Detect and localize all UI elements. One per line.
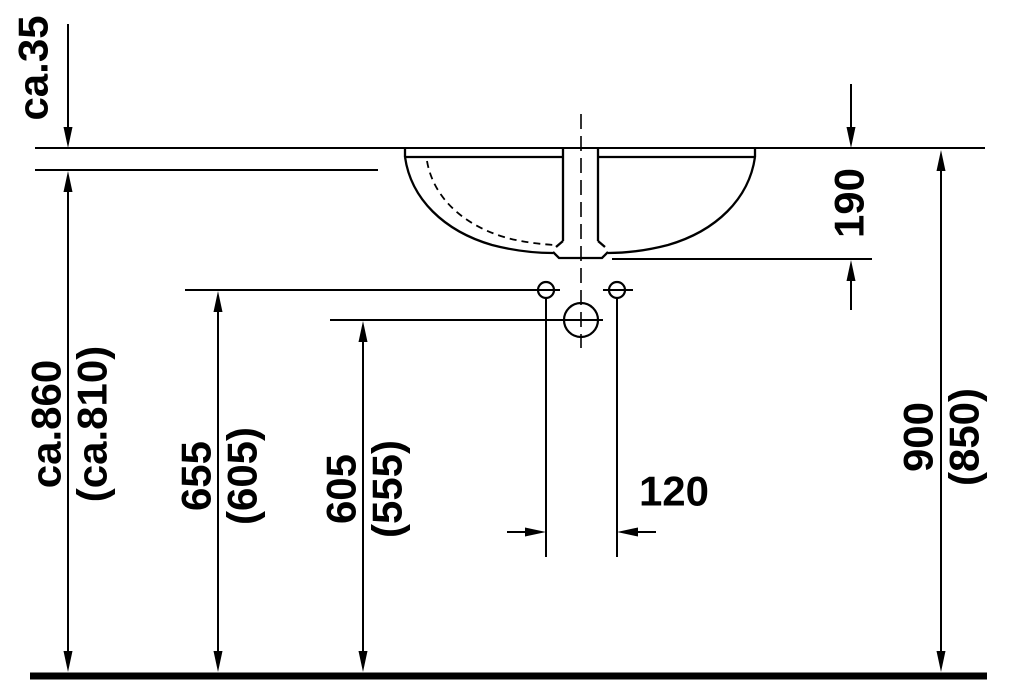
fixing-hole-left-circle bbox=[536, 280, 556, 300]
dim-hole-spacing: 120 bbox=[507, 468, 709, 537]
dim-rim-to-outlet: 190 bbox=[826, 84, 873, 310]
rim-to-outlet-label: 190 bbox=[826, 168, 873, 238]
fixing-hole-right-circle bbox=[607, 280, 627, 300]
rim-height-label-alt: (850) bbox=[941, 388, 988, 486]
arrow-up-icon bbox=[63, 171, 73, 192]
arrow-up-icon bbox=[358, 321, 368, 342]
arrow-up-icon bbox=[936, 150, 946, 171]
hole-spacing-label: 120 bbox=[639, 468, 709, 515]
dim-counter-thickness: ca.35 bbox=[10, 15, 73, 148]
washbasin-section bbox=[403, 148, 757, 260]
dim-floor-to-holes: 655 (605) bbox=[173, 291, 266, 672]
dim-floor-to-rim: 900 (850) bbox=[895, 150, 988, 672]
basin-bowl-left bbox=[403, 156, 554, 255]
arrow-right-icon bbox=[525, 527, 546, 537]
holes-height-label-main: 655 bbox=[173, 441, 220, 511]
arrow-down-icon bbox=[936, 651, 946, 672]
dim-floor-to-underside: ca.860 (ca.810) bbox=[23, 171, 116, 672]
drain-flare-right bbox=[597, 240, 606, 248]
underside-height-label-main: ca.860 bbox=[23, 360, 70, 488]
drain-centre-height-label-main: 605 bbox=[318, 454, 365, 524]
drain-outlet-circle bbox=[562, 301, 600, 339]
arrow-down-icon bbox=[846, 127, 856, 148]
arrow-down-icon bbox=[358, 651, 368, 672]
drain-flare-left bbox=[555, 240, 564, 248]
basin-interior-hidden-line bbox=[426, 160, 555, 246]
counter-thickness-label: ca.35 bbox=[10, 15, 57, 120]
underside-height-label-alt: (ca.810) bbox=[69, 346, 116, 502]
arrow-up-icon bbox=[846, 260, 856, 281]
arrow-up-icon bbox=[213, 291, 223, 312]
arrow-down-icon bbox=[63, 651, 73, 672]
rim-height-label-main: 900 bbox=[895, 402, 942, 472]
basin-bowl-right bbox=[607, 156, 757, 255]
arrow-left-icon bbox=[617, 527, 638, 537]
arrow-down-icon bbox=[63, 127, 73, 148]
arrow-down-icon bbox=[213, 651, 223, 672]
drain-centre-height-label-alt: (555) bbox=[364, 440, 411, 538]
holes-height-label-alt: (605) bbox=[219, 427, 266, 525]
dim-floor-to-drain-centre: 605 (555) bbox=[318, 321, 411, 672]
